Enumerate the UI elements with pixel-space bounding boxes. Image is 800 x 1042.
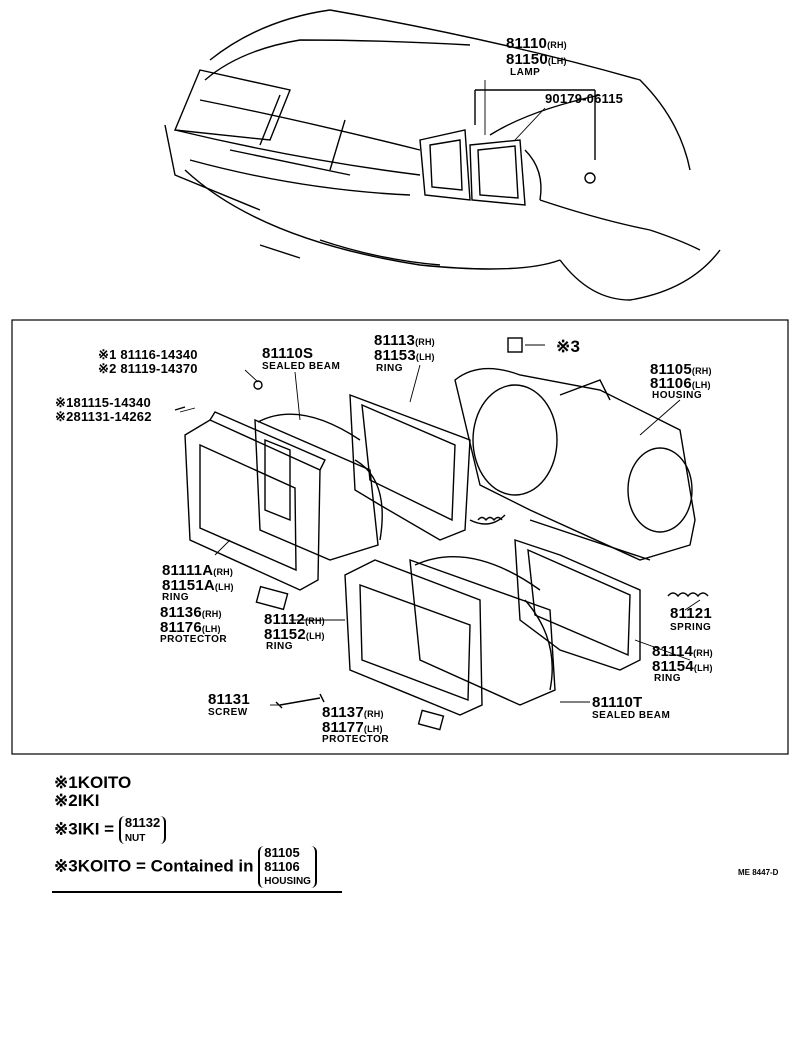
ring-upper-name: RING (376, 363, 403, 374)
ring-upper-rh: 81113(RH) (374, 333, 435, 348)
legend-housing-bracket: 81105 81106 HOUSING (258, 846, 317, 888)
housing-rh: 81105(RH) (650, 362, 712, 377)
ring-81111a-art (184, 411, 326, 591)
legend-line-4-prefix: ※3KOITO = Contained in (54, 856, 254, 876)
ring-upper-rh-number: 81113 (374, 332, 416, 349)
sealed-beam-s-number: 81110S (262, 345, 314, 362)
ring-mid-lh: 81152(LH) (264, 627, 325, 642)
spring-art (667, 592, 709, 598)
housing-lh: 81106(LH) (650, 376, 711, 391)
legend-line-3-prefix: ※3IKI = (54, 819, 115, 839)
car-front-illustration (164, 9, 721, 301)
housing-81105-art (454, 367, 696, 561)
lamp-rh-label: 81110(RH) (506, 36, 567, 51)
housing-name: HOUSING (652, 390, 703, 401)
legend-line-2: ※2IKI (54, 791, 100, 810)
screw-number: 81131 (208, 691, 250, 708)
lamp-rh-side: (RH) (547, 40, 567, 50)
housing-lh-number: 81106 (650, 375, 692, 392)
legend-housing-number-2: 81106 (264, 858, 300, 874)
ring-low-rh-number: 81114 (652, 643, 694, 660)
rh-suffix: (RH) (305, 616, 325, 626)
ring-mid-rh: 81112(RH) (264, 612, 325, 627)
rh-suffix: (RH) (693, 648, 713, 658)
legend-line-1: ※1KOITO (54, 773, 132, 792)
protector-81137-art (417, 709, 445, 731)
lh-suffix: (LH) (415, 352, 435, 362)
koito-bolt-2: ※2 81119-14370 (98, 361, 198, 376)
spring-number: 81121 (670, 605, 712, 622)
ring-a-name: RING (162, 592, 189, 603)
screw-part-2: ※281131-14262 (55, 409, 152, 424)
ring-mid-rh-number: 81112 (264, 611, 306, 628)
lamp-name: LAMP (510, 67, 541, 78)
lh-suffix: (LH) (363, 724, 383, 734)
ring-81114-art (514, 539, 641, 671)
ring-a-rh: 81111A(RH) (162, 563, 233, 578)
ring-81112-art (344, 559, 483, 716)
protector-rh-number: 81136 (160, 604, 202, 621)
screw-part-1: ※181115-14340 (55, 395, 151, 410)
lamp-lh-label: 81150(LH) (506, 52, 567, 67)
protector-lh: 81176(LH) (160, 620, 221, 635)
ring-low-lh: 81154(LH) (652, 659, 713, 674)
screw-name: SCREW (208, 707, 248, 718)
figure-code: ME 8447-D (738, 868, 779, 877)
legend-line-4: ※3KOITO = Contained in 81105 81106 HOUSI… (54, 846, 317, 888)
ring-upper-lh-number: 81153 (374, 347, 416, 364)
bolt-part-number: 90179-06115 (545, 91, 624, 106)
lamp-lh-side: (LH) (547, 56, 567, 66)
lh-suffix: (LH) (214, 582, 234, 592)
ring-a-lh-number: 81151A (162, 577, 215, 594)
protector2-rh-number: 81137 (322, 704, 364, 721)
housing-rh-number: 81105 (650, 361, 692, 378)
ring-upper-lh: 81153(LH) (374, 348, 435, 363)
legend-nut-name: NUT (124, 832, 146, 844)
rh-suffix: (RH) (691, 366, 712, 376)
lh-suffix: (LH) (305, 631, 325, 641)
lamp-lh-number: 81150 (506, 51, 548, 68)
protector-name: PROTECTOR (160, 634, 228, 645)
ring-mid-lh-number: 81152 (264, 626, 306, 643)
rh-suffix: (RH) (201, 609, 222, 619)
nut-note: ※3 (556, 337, 581, 356)
protector2-name: PROTECTOR (322, 734, 390, 745)
legend-nut-bracket: 81132 NUT (118, 815, 167, 845)
lh-suffix: (LH) (691, 380, 711, 390)
screw-81131-art (275, 693, 325, 709)
ring-a-lh: 81151A(LH) (162, 578, 234, 593)
protector2-lh: 81177(LH) (322, 720, 383, 735)
protector2-lh-number: 81177 (322, 719, 364, 736)
legend-nut-number: 81132 (124, 815, 161, 830)
exploded-view-frame (11, 319, 789, 755)
ring-low-rh: 81114(RH) (652, 644, 713, 659)
lh-suffix: (LH) (693, 663, 713, 673)
ring-81113-art (349, 393, 506, 541)
sealed-beam-t-name: SEALED BEAM (592, 710, 671, 721)
rh-suffix: (RH) (213, 567, 234, 577)
lamp-rh-number: 81110 (506, 35, 548, 52)
legend-housing-number-1: 81105 (264, 845, 300, 860)
spring-name: SPRING (670, 622, 712, 633)
ring-low-lh-number: 81154 (652, 658, 694, 675)
sealed-beam-81110s-art (254, 413, 383, 561)
rh-suffix: (RH) (363, 709, 384, 719)
protector-rh: 81136(RH) (160, 605, 222, 620)
lh-suffix: (LH) (201, 624, 221, 634)
protector-81136-art (255, 585, 289, 611)
sealed-beam-81110t-art (409, 555, 556, 706)
ring-mid-name: RING (266, 641, 293, 652)
ring-low-name: RING (654, 673, 681, 684)
sealed-beam-t-number: 81110T (592, 694, 643, 711)
ring-a-rh-number: 81111A (162, 562, 214, 579)
rh-suffix: (RH) (415, 337, 435, 347)
sealed-beam-s-name: SEALED BEAM (262, 361, 341, 372)
nut-art (507, 337, 523, 353)
legend-housing-name: HOUSING (264, 876, 311, 888)
legend-line-3: ※3IKI = 81132 NUT (54, 815, 167, 845)
koito-bolt-1: ※1 81116-14340 (98, 347, 198, 362)
protector-lh-number: 81176 (160, 619, 202, 636)
protector2-rh: 81137(RH) (322, 705, 384, 720)
